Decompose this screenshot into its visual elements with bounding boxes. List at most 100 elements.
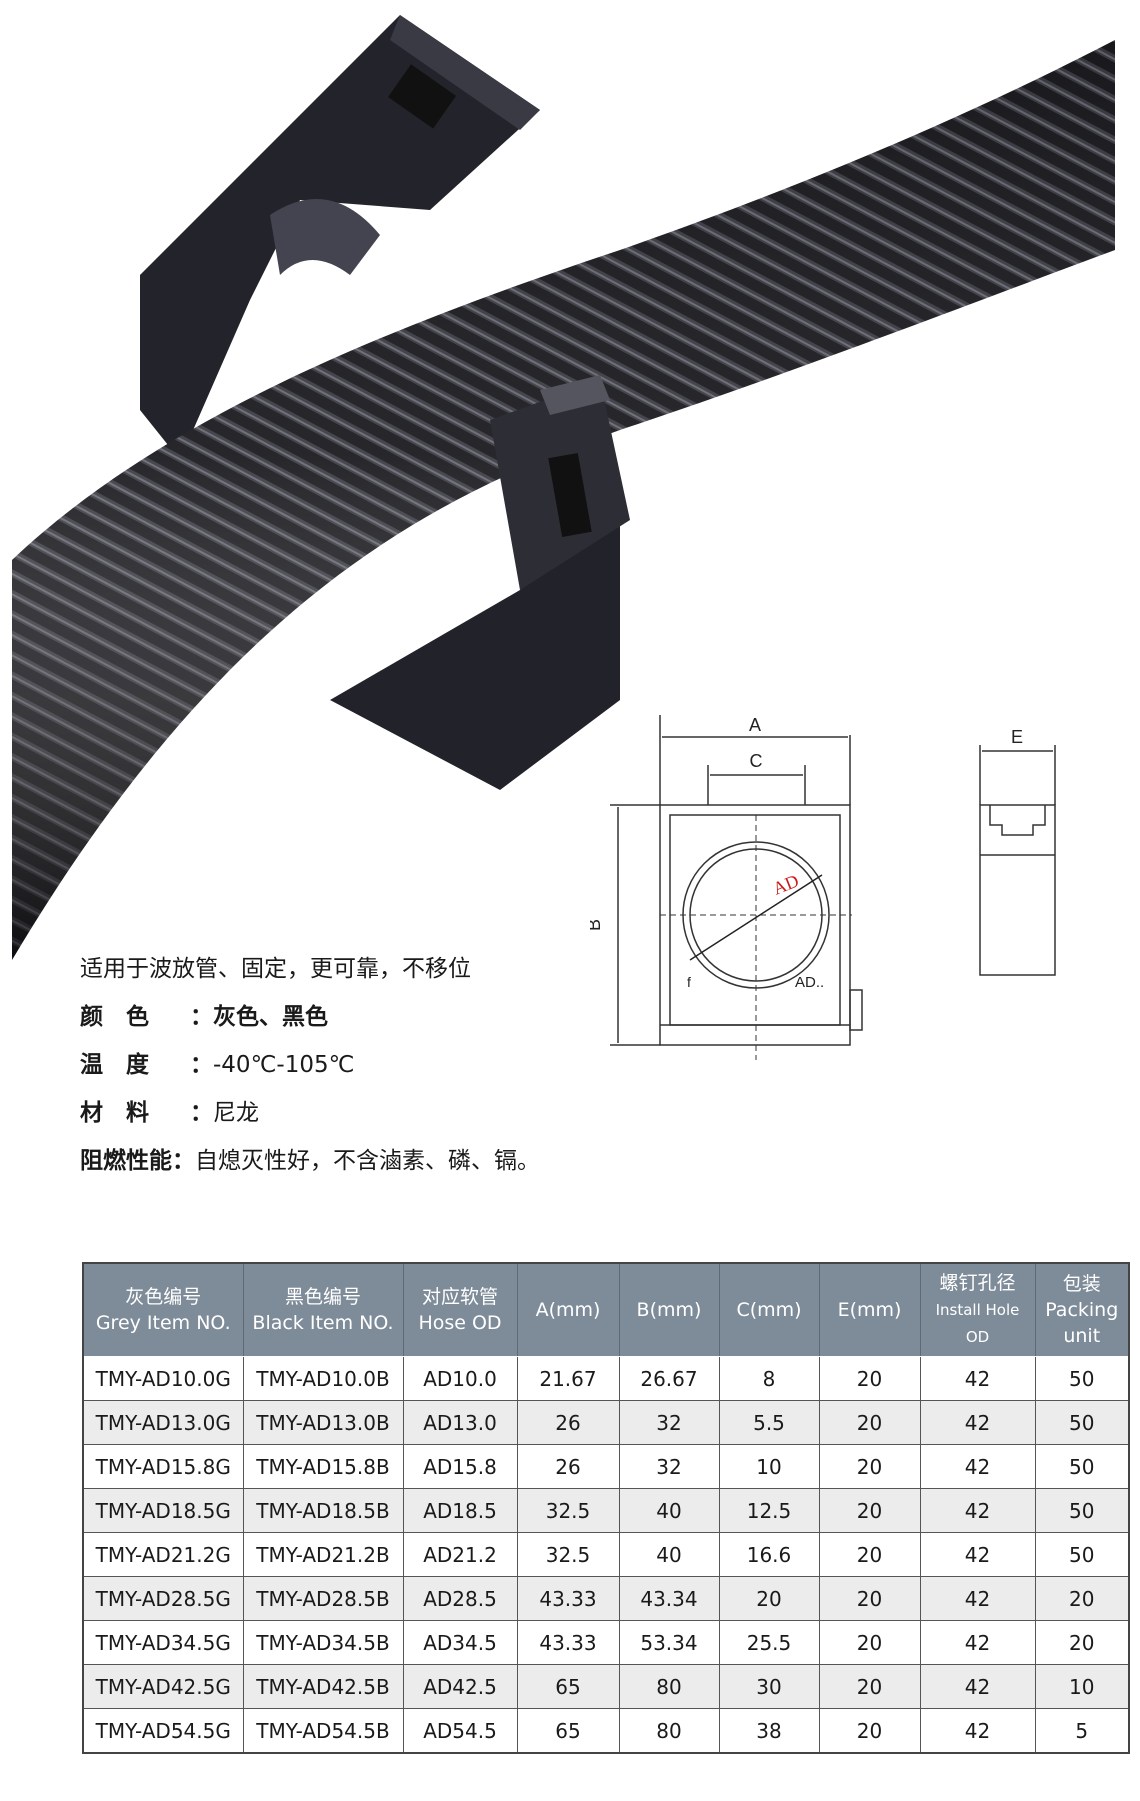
- dim-label-ad-small: AD..: [795, 974, 824, 991]
- table-cell: 8: [718, 1356, 820, 1401]
- table-cell: 16.6: [718, 1532, 820, 1577]
- spec-value: 灰色、黑色: [213, 1004, 328, 1030]
- table-cell: 80: [618, 1664, 720, 1709]
- table-cell: 10: [1034, 1664, 1130, 1709]
- table-cell: 12.5: [718, 1488, 820, 1533]
- table-cell: 20: [818, 1664, 921, 1709]
- table-cell: TMY-AD18.5B: [242, 1488, 404, 1533]
- table-cell: AD15.8: [402, 1444, 518, 1489]
- spec-value: 尼龙: [213, 1100, 259, 1126]
- table-cell: 65: [516, 1708, 620, 1754]
- table-cell: 42: [919, 1488, 1036, 1533]
- table-cell: AD28.5: [402, 1576, 518, 1621]
- table-cell: 80: [618, 1708, 720, 1754]
- spec-label: 温 度: [80, 1052, 149, 1078]
- table-cell: 50: [1034, 1444, 1130, 1489]
- table-cell: 42: [919, 1356, 1036, 1401]
- table-cell: TMY-AD18.5G: [82, 1488, 244, 1533]
- table-cell: AD18.5: [402, 1488, 518, 1533]
- spec-label: 阻燃性能: [80, 1148, 172, 1174]
- table-cell: 40: [618, 1488, 720, 1533]
- table-cell: TMY-AD15.8G: [82, 1444, 244, 1489]
- dim-label-e: E: [1011, 727, 1023, 747]
- table-cell: TMY-AD54.5G: [82, 1708, 244, 1754]
- table-cell: 43.33: [516, 1576, 620, 1621]
- spec-row: 颜 色：灰色、黑色: [80, 993, 640, 1041]
- table-cell: TMY-AD21.2G: [82, 1532, 244, 1577]
- table-cell: 65: [516, 1664, 620, 1709]
- table-cell: 50: [1034, 1532, 1130, 1577]
- table-cell: 20: [1034, 1620, 1130, 1665]
- table-cell: 20: [718, 1576, 820, 1621]
- table-cell: 5.5: [718, 1400, 820, 1445]
- col-header: C(mm): [718, 1262, 820, 1357]
- table-cell: AD21.2: [402, 1532, 518, 1577]
- col-header: E(mm): [818, 1262, 921, 1357]
- dim-label-ad: AD: [770, 870, 802, 898]
- table-cell: 38: [718, 1708, 820, 1754]
- table-cell: AD42.5: [402, 1664, 518, 1709]
- table-cell: 42: [919, 1708, 1036, 1754]
- table-cell: 20: [818, 1400, 921, 1445]
- table-cell: 43.34: [618, 1576, 720, 1621]
- clamp-front: [330, 375, 630, 790]
- dim-label-a: A: [749, 715, 761, 735]
- table-cell: TMY-AD34.5B: [242, 1620, 404, 1665]
- table-cell: TMY-AD21.2B: [242, 1532, 404, 1577]
- table-cell: TMY-AD42.5B: [242, 1664, 404, 1709]
- spec-label: 材 料: [80, 1100, 149, 1126]
- table-cell: TMY-AD42.5G: [82, 1664, 244, 1709]
- table-cell: 32.5: [516, 1532, 620, 1577]
- table-cell: 20: [818, 1576, 921, 1621]
- table-cell: 50: [1034, 1400, 1130, 1445]
- spec-value: 自熄灭性好，不含滷素、磷、镉。: [195, 1148, 540, 1174]
- table-cell: 50: [1034, 1356, 1130, 1401]
- table-cell: 50: [1034, 1488, 1130, 1533]
- table-cell: AD10.0: [402, 1356, 518, 1401]
- table-cell: 40: [618, 1532, 720, 1577]
- table-cell: 53.34: [618, 1620, 720, 1665]
- spec-row: 材 料：尼龙: [80, 1089, 640, 1137]
- table-cell: 21.67: [516, 1356, 620, 1401]
- dim-label-f: f: [687, 974, 691, 990]
- technical-drawing: A C B AD AD.. f E: [590, 715, 1056, 1060]
- table-cell: 30: [718, 1664, 820, 1709]
- table-cell: 10: [718, 1444, 820, 1489]
- table-cell: TMY-AD15.8B: [242, 1444, 404, 1489]
- spec-row: 温 度：-40℃-105℃: [80, 1041, 640, 1089]
- col-header: B(mm): [618, 1262, 720, 1357]
- table-cell: 20: [818, 1444, 921, 1489]
- table-cell: 32.5: [516, 1488, 620, 1533]
- col-header: A(mm): [516, 1262, 620, 1357]
- table-cell: 32: [618, 1444, 720, 1489]
- table-cell: 42: [919, 1532, 1036, 1577]
- table-cell: TMY-AD54.5B: [242, 1708, 404, 1754]
- table-cell: AD13.0: [402, 1400, 518, 1445]
- table-cell: 42: [919, 1664, 1036, 1709]
- spec-block: 适用于波放管、固定，更可靠，不移位 颜 色：灰色、黑色 温 度：-40℃-105…: [80, 945, 640, 1185]
- spec-row: 阻燃性能：自熄灭性好，不含滷素、磷、镉。: [80, 1137, 640, 1185]
- table-cell: AD54.5: [402, 1708, 518, 1754]
- table-cell: 25.5: [718, 1620, 820, 1665]
- product-photo: [12, 15, 1115, 960]
- spec-value: -40℃-105℃: [213, 1052, 355, 1078]
- table-cell: TMY-AD13.0G: [82, 1400, 244, 1445]
- table-cell: TMY-AD28.5B: [242, 1576, 404, 1621]
- table-cell: 32: [618, 1400, 720, 1445]
- table-cell: TMY-AD10.0B: [242, 1356, 404, 1401]
